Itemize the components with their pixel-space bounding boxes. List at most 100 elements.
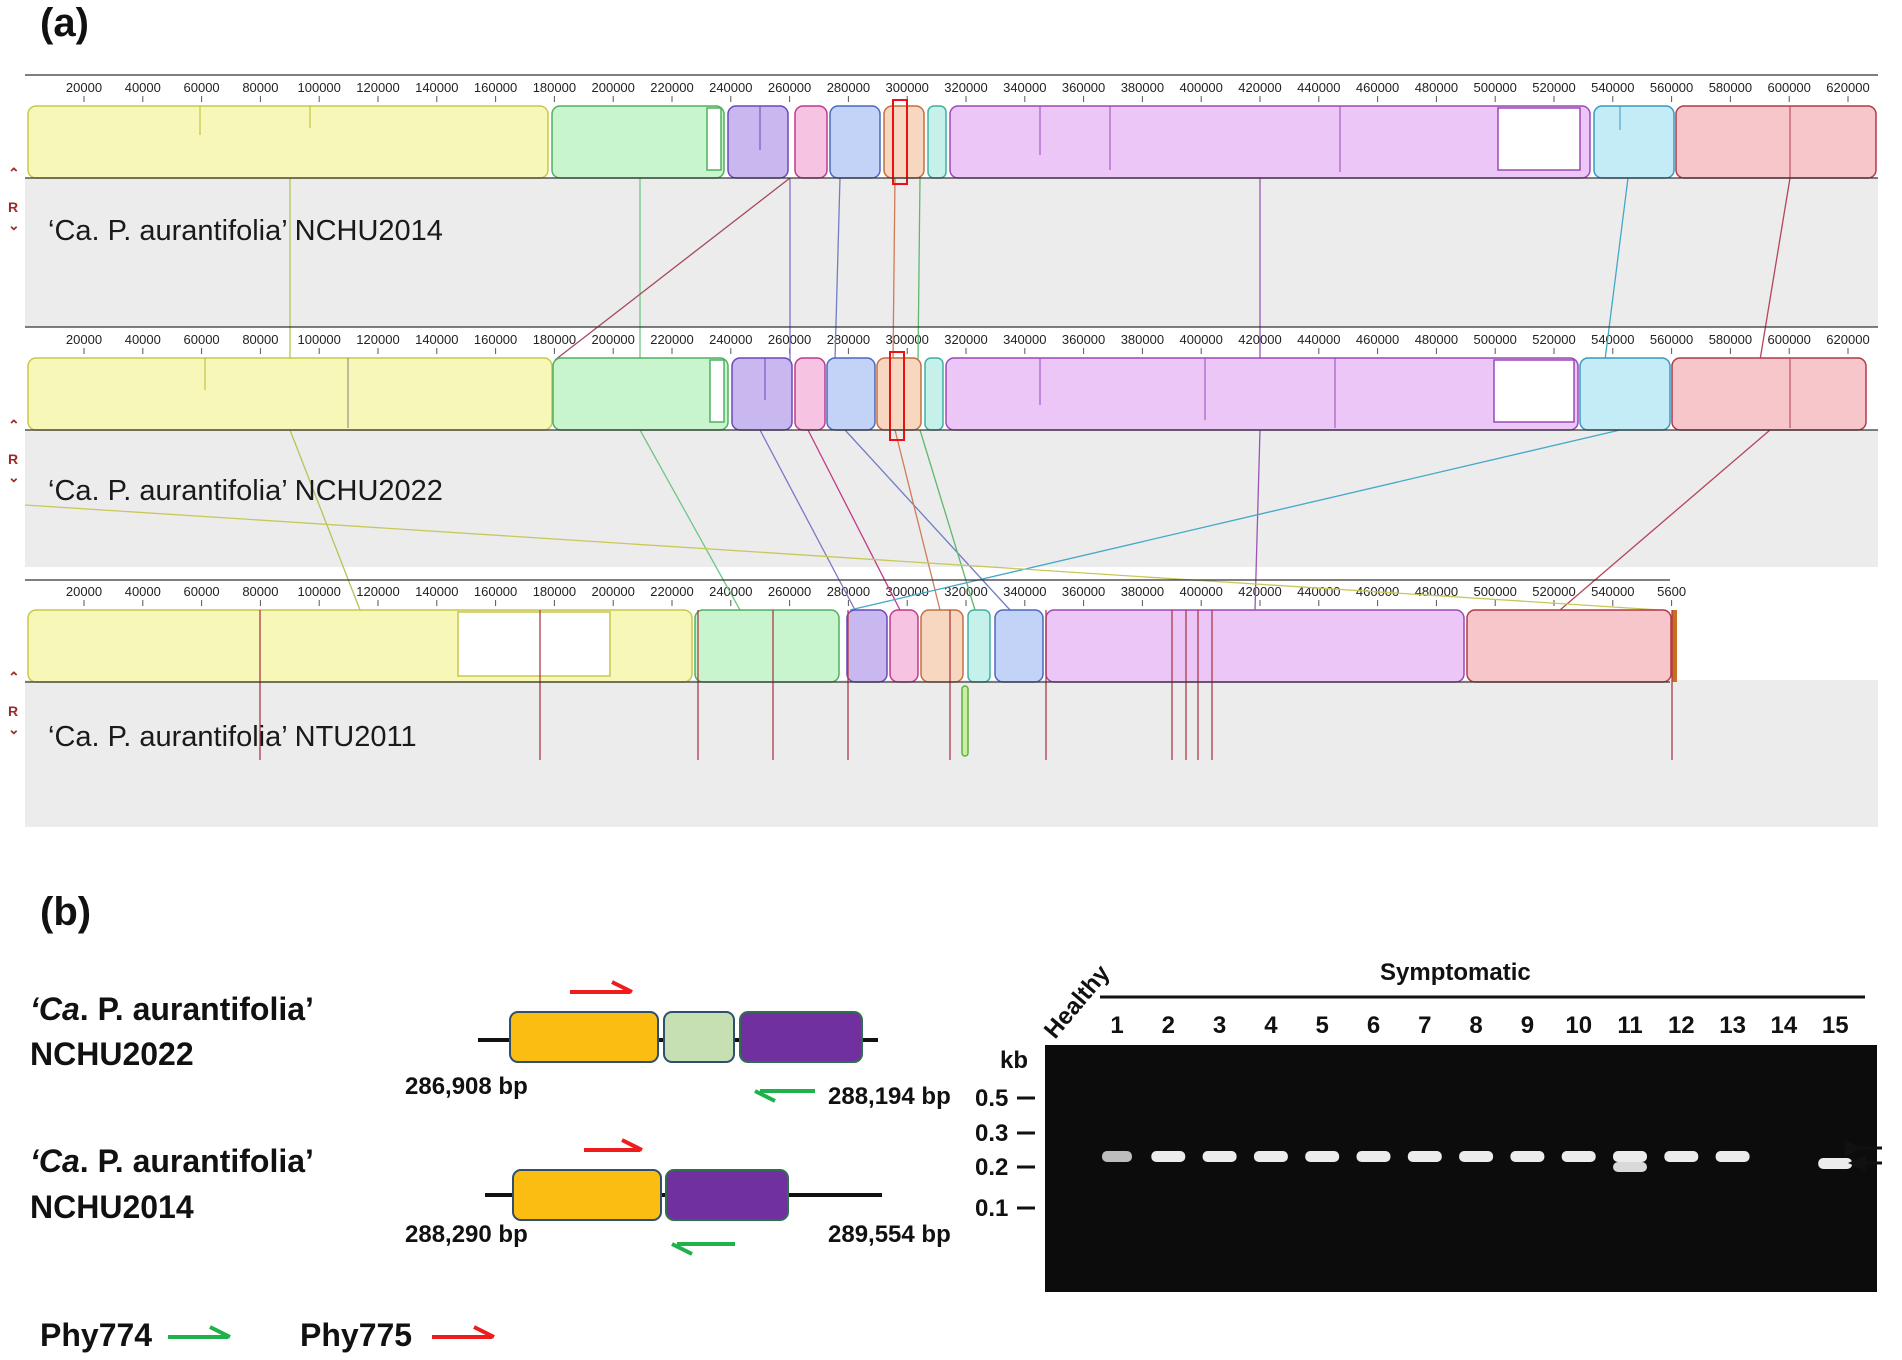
expand-down-icon[interactable]: ⌄ (8, 721, 20, 737)
ruler-tick-label: 540000 (1591, 584, 1634, 599)
ruler-tick-label: 180000 (533, 332, 576, 347)
ruler-tick-label: 300000 (886, 80, 929, 95)
track-1-controls[interactable]: ⌃ R ⌄ (8, 165, 20, 233)
lcb-violet (949, 105, 1591, 179)
strain-2-id: NCHU2014 (30, 1189, 194, 1225)
construct-nchu2014: 288,290 bp 289,554 bp (405, 1138, 951, 1256)
ruler-tick-label: 540000 (1591, 332, 1634, 347)
symptomatic-label: Symptomatic (1380, 959, 1531, 986)
ruler-tick-label: 400000 (1180, 584, 1223, 599)
gel-band (1510, 1151, 1545, 1162)
lcb-green (694, 609, 840, 683)
lcb-inverted-small (961, 685, 969, 757)
track-end-marker (1672, 610, 1677, 682)
ruler-tick-label: 200000 (592, 332, 635, 347)
reverse-button[interactable]: R (8, 451, 18, 467)
lcb-pink (794, 105, 828, 179)
ruler-tick-label: 340000 (1003, 332, 1046, 347)
ruler-tick-label: 580000 (1709, 80, 1752, 95)
ruler-tick-label: 260000 (768, 584, 811, 599)
lcb-cyan (1579, 357, 1671, 431)
ruler-tick-label: 60000 (184, 332, 220, 347)
lane-label: 5 (1316, 1012, 1329, 1039)
reverse-button[interactable]: R (8, 199, 18, 215)
lane-label: 15 (1822, 1012, 1849, 1039)
kb-unit-label: kb (1000, 1047, 1028, 1074)
lcb-violet (1045, 609, 1465, 683)
lcb-purple (727, 105, 789, 179)
ruler-tick-label: 140000 (415, 584, 458, 599)
primer-phy775-arrow (570, 980, 633, 994)
lcb-green (551, 105, 725, 179)
gel-bands (1102, 1151, 1853, 1172)
size-marker-label: 0.5 (975, 1085, 1008, 1112)
highlight-box (892, 99, 908, 185)
lcb-teal (967, 609, 991, 683)
ruler-tick-label: 360000 (1062, 584, 1105, 599)
expand-down-icon[interactable]: ⌄ (8, 217, 20, 233)
ruler-tick-label: 380000 (1121, 584, 1164, 599)
lane-label: 1 (1110, 1012, 1123, 1039)
lcb-orange (876, 357, 922, 431)
ruler-tick-label: 200000 (592, 584, 635, 599)
panel-a-label: (a) (40, 1, 89, 45)
ruler-tick-label: 400000 (1180, 80, 1223, 95)
ruler-tick-label: 600000 (1768, 332, 1811, 347)
ruler-tick-label: 520000 (1532, 584, 1575, 599)
gel-band (1715, 1151, 1750, 1162)
reverse-button[interactable]: R (8, 703, 18, 719)
size-marker-label: 0.2 (975, 1154, 1008, 1181)
lane-label: 3 (1213, 1012, 1226, 1039)
ruler-tick-label: 100000 (298, 584, 341, 599)
ruler-tick-label: 480000 (1415, 332, 1458, 347)
track-3-blocks (27, 609, 1677, 757)
collapse-up-icon[interactable]: ⌃ (8, 165, 20, 181)
lcb-orange (920, 609, 964, 683)
lane-label: 12 (1668, 1012, 1695, 1039)
ruler-tick-label: 200000 (592, 80, 635, 95)
gel-band (1151, 1151, 1186, 1162)
ruler-tick-label: 520000 (1532, 80, 1575, 95)
purple-gene-box (739, 1011, 863, 1063)
lane-label: 10 (1565, 1012, 1592, 1039)
ruler-tick-label: 300000 (886, 332, 929, 347)
ruler-tick-label: 400000 (1180, 332, 1223, 347)
gel-band (1356, 1151, 1391, 1162)
primer-phy774-arrow (671, 1242, 735, 1256)
ruler-tick-label: 240000 (709, 584, 752, 599)
gel-band-lower (1613, 1162, 1647, 1172)
track-2-controls[interactable]: ⌃ R ⌄ (8, 417, 20, 485)
ruler-tick-label: 80000 (242, 332, 278, 347)
green-gene-box (663, 1011, 735, 1063)
ruler-tick-label: 40000 (125, 80, 161, 95)
primer-phy775-arrow (584, 1138, 643, 1152)
ruler-tick-label: 440000 (1297, 332, 1340, 347)
expand-down-icon[interactable]: ⌄ (8, 469, 20, 485)
lcb-cyan (1593, 105, 1675, 179)
gel-band (1459, 1151, 1494, 1162)
lcb-purple (846, 609, 888, 683)
ruler-tick-label: 40000 (125, 332, 161, 347)
track-3-controls[interactable]: ⌃ R ⌄ (8, 669, 20, 737)
primer-2-arrow (432, 1325, 495, 1339)
ruler-tick-label: 340000 (1003, 584, 1046, 599)
gel-band (1202, 1151, 1237, 1162)
collapse-up-icon[interactable]: ⌃ (8, 417, 20, 433)
primer-1-arrow (168, 1325, 231, 1339)
lcb-pink (889, 609, 919, 683)
ruler-tick-label: 20000 (66, 80, 102, 95)
lcb-red (1466, 609, 1672, 683)
orange-gene-box (512, 1169, 662, 1221)
collapse-up-icon[interactable]: ⌃ (8, 669, 20, 685)
ruler-tick-label: 560000 (1650, 80, 1693, 95)
healthy-label: Healthy (1039, 960, 1116, 1044)
genome-name-2: ‘Ca. P. aurantifolia’ NCHU2022 (48, 475, 443, 507)
ruler-tick-label: 500000 (1474, 80, 1517, 95)
ruler-tick-label: 5600 (1657, 584, 1686, 599)
gel-image (1045, 1045, 1877, 1292)
ruler-tick-label: 600000 (1768, 80, 1811, 95)
gel-band (1407, 1151, 1442, 1162)
